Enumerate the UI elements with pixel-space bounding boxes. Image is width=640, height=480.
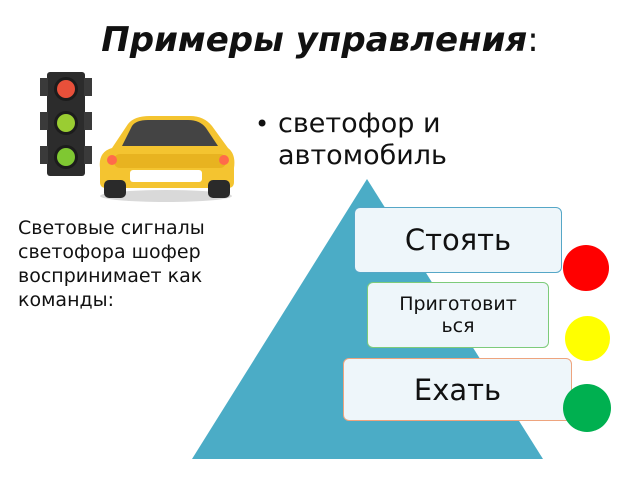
red-light [563,245,609,291]
bullet-list: • светофор и автомобиль [252,108,492,172]
level-stand-label: Стоять [404,223,512,257]
level-ready: Приготовит ься [367,282,549,348]
page-title: Примеры управления: [0,18,640,62]
level-go: Ехать [343,358,572,421]
traffic-light-icon [40,72,92,176]
side-text-line-3: воспринимает как [18,265,203,287]
page-title-colon: : [527,20,539,60]
yellow-light [565,316,610,361]
level-ready-label-line-2: ься [441,315,475,337]
page-title-text: Примеры управления [101,20,528,60]
bullet-line-1: светофор и [278,108,441,139]
level-stand: Стоять [354,207,562,273]
side-text: Световые сигналы светофора шофер восприн… [18,216,268,312]
bullet-dot-icon: • [255,110,270,138]
bullet-item: • светофор и автомобиль [252,108,492,172]
side-text-line-4: команды: [18,289,115,311]
car-icon [99,116,235,202]
level-ready-label-line-1: Приготовит [399,293,517,315]
side-text-line-2: светофора шофер [18,241,201,263]
green-light [563,384,611,432]
side-text-line-1: Световые сигналы [18,217,205,239]
bullet-line-2: автомобиль [278,140,447,171]
level-go-label: Ехать [413,372,502,407]
